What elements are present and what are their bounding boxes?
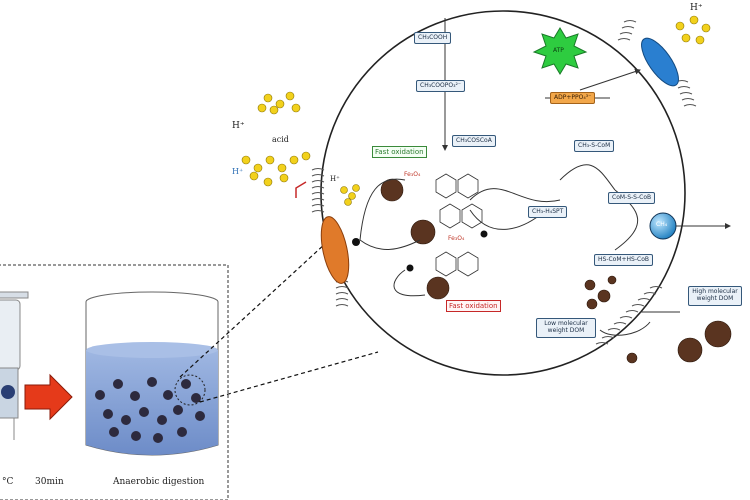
membrane-orange-protein — [320, 216, 350, 284]
proton-label-channel: H⁺ — [330, 175, 340, 183]
temperature-caption: °C — [2, 477, 14, 487]
tag-low-mw-dom: Low molecular weight DOM — [536, 318, 596, 338]
electron-dots — [352, 230, 488, 272]
tag-acetyl-coa: CH₃COSCoA — [452, 135, 496, 147]
proton-label-topright: H⁺ — [690, 3, 703, 13]
time-caption: 30min — [35, 477, 64, 487]
red-proton-arrow — [295, 181, 307, 198]
tag-com-cob: HS-CoM+HS-CoB — [594, 254, 654, 266]
enzyme-label: ATP — [553, 47, 564, 54]
tag-adp: ADP+PPO₄³⁻ — [550, 92, 596, 104]
fast-oxidation-red: Fast oxidation — [446, 300, 501, 312]
tag-high-mw-dom: High molecular weight DOM — [688, 286, 742, 306]
beaker-particles — [95, 377, 205, 443]
fe-label-1: Fe₃O₄ — [404, 171, 421, 178]
brown-aggregates — [380, 178, 732, 364]
digestion-caption: Anaerobic digestion — [113, 477, 205, 487]
fast-oxidation-green: Fast oxidation — [372, 146, 427, 158]
membrane-blue-protein — [641, 37, 679, 87]
membrane-helix-topright — [617, 20, 697, 107]
reactor-icon — [0, 291, 29, 440]
zoom-line-bottom — [199, 351, 379, 403]
tag-acetyl-phosphate: CH₃COOPO₃²⁻ — [416, 80, 466, 92]
chem-structures — [435, 173, 483, 277]
green-star-enzyme — [532, 27, 588, 75]
zoom-source-circle — [174, 374, 206, 406]
methane-label: CH₄ — [656, 221, 668, 228]
proton-label-chain: H⁺ — [232, 167, 244, 176]
acid-label: acid — [272, 135, 289, 144]
proton-label-left: H⁺ — [232, 121, 245, 131]
tag-methyl-h4spt: CH₃-H₄SPT — [528, 206, 568, 218]
yellow-molecules-left — [241, 91, 311, 187]
tag-acetate: CH₃COOH — [414, 32, 452, 44]
process-arrow — [24, 373, 73, 421]
digestion-beaker — [85, 291, 219, 456]
yellow-molecules-topright — [675, 15, 711, 45]
tag-heterodisulfide: CoM-S-S-CoB — [608, 192, 656, 204]
zoom-line-top — [179, 231, 339, 378]
fe-label-2: Fe₃O₄ — [448, 235, 465, 242]
tag-methyl-com: CH₃-S-CoM — [574, 140, 615, 152]
left-panel-frame — [0, 264, 229, 500]
yellow-molecules-mid — [340, 184, 360, 206]
membrane-helix-bottom — [595, 286, 663, 345]
